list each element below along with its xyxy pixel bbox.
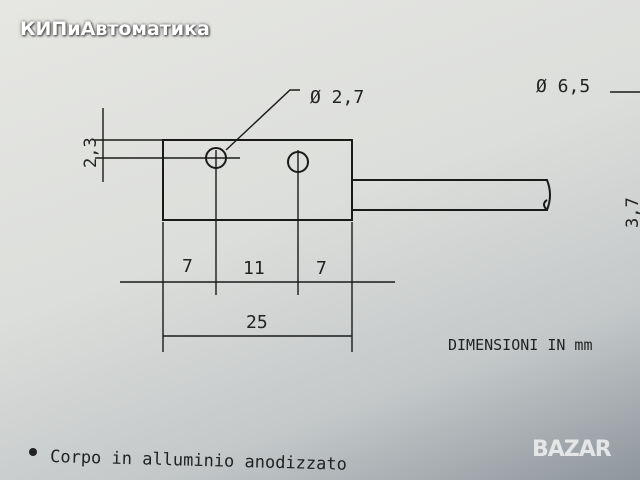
sensor-body <box>162 139 353 221</box>
hole-diameter-label: Ø 2,7 <box>310 87 364 108</box>
cable <box>352 179 551 211</box>
cable-diameter-label: Ø 6,5 <box>536 76 590 97</box>
hole-offset-label: 2,3 <box>81 137 101 168</box>
dim-right-label: 7 <box>316 258 327 279</box>
dim-left-label: 7 <box>182 256 193 277</box>
units-note: DIMENSIONI IN mm <box>448 336 593 354</box>
watermark: КИПиАвтоматика <box>20 18 210 40</box>
bullet-text: Corpo in alluminio anodizzato <box>50 447 347 475</box>
dim-middle-label: 11 <box>243 258 265 279</box>
dim-total-label: 25 <box>246 312 268 333</box>
bullet-icon <box>29 448 37 456</box>
bazar-logo: BAZAR <box>532 437 612 462</box>
cable-height-label: 3,7 <box>623 197 640 228</box>
